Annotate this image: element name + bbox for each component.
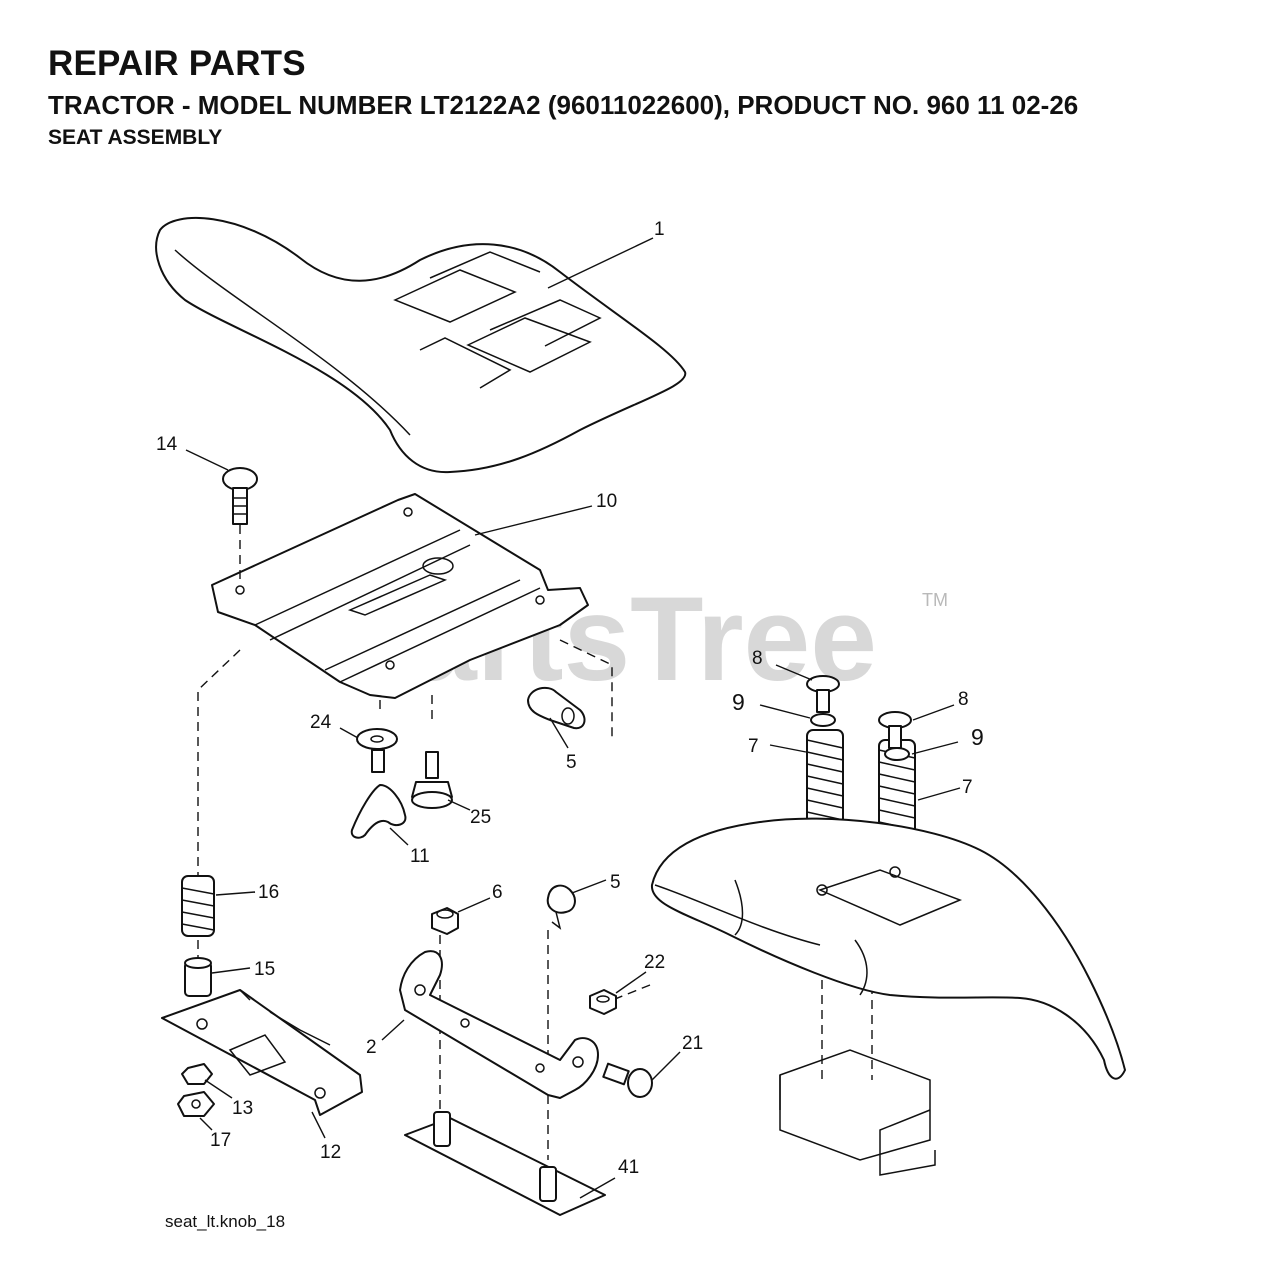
callout-5-lower: 5 <box>610 872 621 893</box>
part-nut-13[interactable] <box>181 1063 213 1085</box>
callout-7-right: 7 <box>962 777 973 798</box>
watermark-tm: TM <box>922 590 948 610</box>
callout-9-right: 9 <box>971 724 984 750</box>
part-seat[interactable] <box>155 216 687 474</box>
callout-9-left: 9 <box>732 689 745 715</box>
part-seat-bracket[interactable] <box>399 950 599 1099</box>
callout-14: 14 <box>156 434 178 455</box>
callout-2: 2 <box>366 1037 377 1058</box>
page-subtitle: TRACTOR - MODEL NUMBER LT2122A2 (9601102… <box>48 90 1079 120</box>
page-title: REPAIR PARTS <box>48 44 306 83</box>
callout-11: 11 <box>410 846 430 867</box>
part-flange-bolt-left[interactable] <box>806 675 840 713</box>
callout-17: 17 <box>210 1130 231 1151</box>
part-washer-24[interactable] <box>356 728 398 750</box>
callout-25: 25 <box>470 807 491 828</box>
part-carriage-bolt[interactable] <box>222 467 258 525</box>
diagram-caption: seat_lt.knob_18 <box>165 1212 286 1231</box>
callout-16: 16 <box>258 882 279 903</box>
part-lock-nut[interactable] <box>431 907 459 935</box>
part-spring-left[interactable] <box>806 729 844 846</box>
callout-13: 13 <box>232 1098 253 1119</box>
callout-8-left: 8 <box>752 648 763 669</box>
part-flange-bolt-right[interactable] <box>878 711 912 749</box>
callout-12: 12 <box>320 1142 341 1163</box>
part-stud-plate[interactable] <box>404 1111 606 1216</box>
part-knob[interactable] <box>350 749 407 839</box>
part-spacer[interactable] <box>184 957 212 997</box>
part-spring-small[interactable] <box>181 875 215 937</box>
part-hex-nut-22[interactable] <box>589 989 617 1015</box>
callout-8-right: 8 <box>958 689 969 710</box>
part-seat-pan[interactable] <box>211 493 589 699</box>
section-title: SEAT ASSEMBLY <box>48 126 223 149</box>
part-clip-lower[interactable] <box>546 884 576 930</box>
callout-7-left: 7 <box>748 736 759 757</box>
part-shoulder-bolt-21[interactable] <box>602 1062 653 1098</box>
part-flange-nut-17[interactable] <box>177 1091 215 1117</box>
callout-22: 22 <box>644 952 665 973</box>
part-mounting-plate[interactable] <box>161 989 363 1116</box>
callout-10: 10 <box>596 491 617 512</box>
part-washer-right[interactable] <box>884 747 910 761</box>
callout-6: 6 <box>492 882 503 903</box>
part-clip-upper[interactable] <box>527 686 586 730</box>
callout-15: 15 <box>254 959 275 980</box>
callout-41: 41 <box>618 1157 639 1178</box>
part-shoulder-bolt[interactable] <box>411 751 453 809</box>
callout-21: 21 <box>682 1033 703 1054</box>
callout-1: 1 <box>654 219 665 240</box>
part-washer-left[interactable] <box>810 713 836 727</box>
part-fender-reference <box>650 817 1126 1176</box>
callout-24: 24 <box>310 712 332 733</box>
callout-5-upper: 5 <box>566 752 577 773</box>
